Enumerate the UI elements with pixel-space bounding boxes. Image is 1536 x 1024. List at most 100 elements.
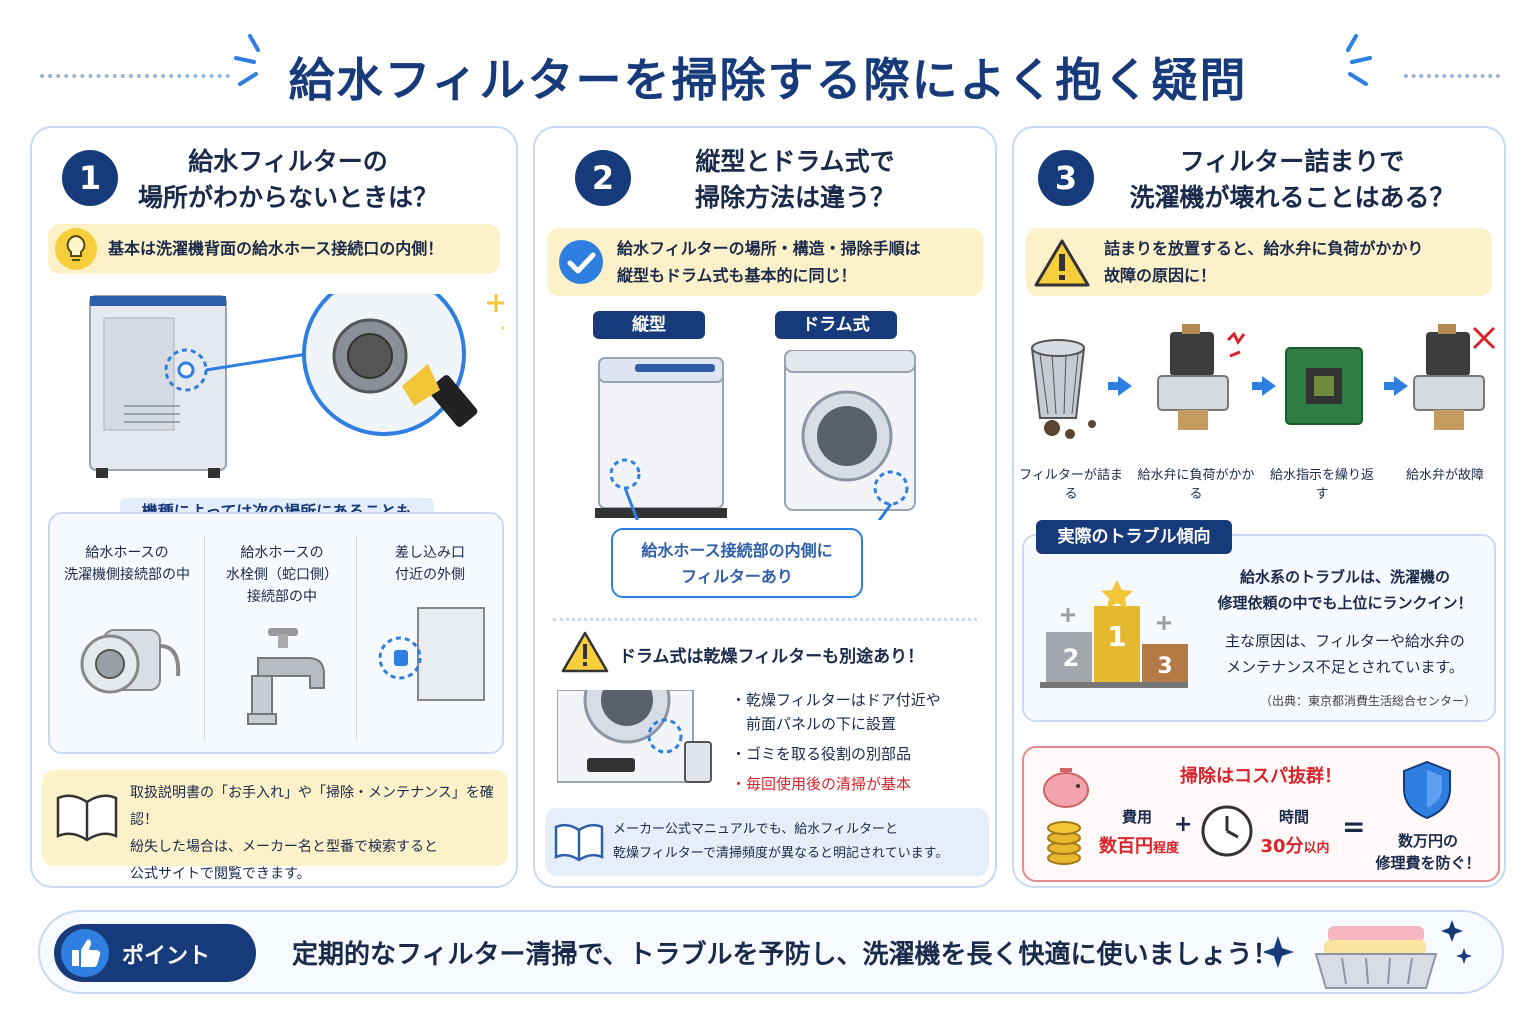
manual-line: 取扱説明書の「お手入れ」や「掃除・メンテナンス」を確認！: [130, 785, 494, 828]
rank-3: 3: [1157, 654, 1173, 679]
panel-title: 縦型とドラム式で 掃除方法は違う？: [645, 144, 945, 216]
trend-text: 給水系のトラブルは、洗濯機の 修理依頼の中でも上位にランクイン！ 主な原因は、フ…: [1200, 564, 1490, 680]
manual-line: 紛失した場合は、メーカー名と型番で検索すると: [130, 839, 438, 855]
tip-box: 基本は洗濯機背面の給水ホース接続口の内側！: [48, 224, 500, 274]
tip-text: 基本は洗濯機背面の給水ホース接続口の内側！: [108, 239, 444, 258]
panel-number: 3: [1038, 150, 1094, 206]
bullet-text: 毎回使用後の清掃が基本: [746, 775, 912, 793]
book-icon: [56, 794, 118, 842]
equals-sign: =: [1342, 810, 1366, 843]
callout-line: フィルターあり: [681, 567, 793, 586]
location-line: 差し込み口: [395, 545, 465, 561]
result-line: 数万円の: [1397, 832, 1458, 850]
drum-bullets: ・乾燥フィルターはドア付近や 前面パネルの下に設置 ・ゴミを取る役割の別部品 ・…: [731, 688, 991, 796]
result-text: 数万円の 修理費を防ぐ！: [1364, 830, 1492, 874]
clock-icon: [1201, 805, 1253, 857]
shield-icon: [1403, 760, 1451, 820]
washer-back-illustration: [89, 294, 504, 478]
tag-vertical: 縦型: [593, 311, 705, 339]
clogged-filter-icon: [1030, 339, 1096, 439]
page-title: 給水フィルターを掃除する際によく抱く疑問: [288, 53, 1248, 107]
rank-1: 1: [1107, 620, 1127, 653]
callout-text: 給水ホース接続部の内側に フィルターあり: [613, 538, 861, 590]
thumbs-up-icon: [61, 929, 109, 977]
manual-note-text: メーカー公式マニュアルでも、給水フィルターと 乾燥フィルターで清掃頻度が異なると…: [613, 818, 985, 866]
cost-heading: 掃除はコスパ抜群！: [1180, 766, 1342, 787]
manual-line: 公式サイトで閲覧できます。: [130, 866, 311, 882]
point-pill: ポイント: [54, 924, 256, 982]
location-label-inlet-outside: 差し込み口 付近の外側: [360, 542, 500, 586]
check-text: 給水フィルターの場所・構造・掃除手順は 縦型もドラム式も基本的に同じ！: [617, 235, 977, 289]
divider: [356, 536, 357, 740]
result-line: 修理費を防ぐ！: [1375, 854, 1481, 872]
broken-valve-icon: [1413, 324, 1485, 430]
panel-number: 2: [575, 150, 631, 206]
bullet-text: ゴミを取る役割の別部品: [746, 745, 912, 763]
location-line: 給水ホースの: [85, 545, 169, 561]
coins-icon: [1047, 821, 1081, 865]
trend-line: 給水系のトラブルは、洗濯機の: [1239, 568, 1450, 586]
time-value: 30分以内: [1252, 832, 1338, 858]
time-label: 時間: [1278, 808, 1309, 826]
check-line: 縦型もドラム式も基本的に同じ！: [617, 266, 857, 285]
header: 給水フィルターを掃除する際によく抱く疑問: [0, 28, 1536, 124]
trend-line: 主な原因は、フィルターや給水弁の: [1225, 632, 1465, 650]
time-value-number: 30分: [1260, 836, 1304, 857]
bullet-item: ・毎回使用後の清掃が基本: [731, 775, 912, 793]
trend-line: メンテナンス不足とされています。: [1226, 658, 1464, 676]
warn-line: 故障の原因に！: [1104, 266, 1217, 285]
panel-title: フィルター詰まりで 洗濯機が壊れることはある？: [1102, 144, 1482, 216]
warning-icon: [561, 631, 609, 673]
panel-title-line2: 洗濯機が壊れることはある？: [1129, 183, 1455, 212]
check-icon: [559, 240, 603, 284]
hose-connector-icon: [80, 629, 181, 694]
cost-label: 費用: [1121, 808, 1152, 826]
note-line: 乾燥フィルターで清掃頻度が異なると明記されています。: [613, 846, 949, 861]
point-bar: ポイント 定期的なフィルター清掃で、トラブルを予防し、洗濯機を長く快適に使いまし…: [38, 910, 1504, 994]
flow-step-2: 給水弁に負荷がかかる: [1137, 468, 1255, 502]
time-value-suffix: 以内: [1303, 841, 1330, 856]
cost-value-number: 数百円: [1098, 836, 1153, 857]
panel-vertical-vs-drum: 2 縦型とドラム式で 掃除方法は違う？ 給水フィルターの場所・構造・掃除手順は …: [533, 126, 997, 888]
flow-step-3: 給水指示を繰り返す: [1269, 468, 1374, 502]
failure-flow-illustration: [1030, 324, 1496, 439]
title-dots-right: [1404, 74, 1500, 78]
bullet-item: ・ゴミを取る役割の別部品: [731, 745, 912, 763]
note-line: メーカー公式マニュアルでも、給水フィルターと: [613, 822, 898, 837]
faucet-icon: [247, 628, 325, 725]
point-label: ポイント: [122, 944, 211, 969]
piggy-bank-icon: [1043, 768, 1089, 808]
laundry-basket-icon: [1314, 926, 1438, 989]
panel-title-line1: 給水フィルターの: [188, 147, 388, 176]
location-line: 水栓側（蛇口側）: [226, 567, 338, 583]
check-line: 給水フィルターの場所・構造・掃除手順は: [617, 239, 921, 258]
location-label-hose-faucet: 給水ホースの 水栓側（蛇口側） 接続部の中: [208, 542, 356, 608]
panel-title-line1: フィルター詰まりで: [1179, 147, 1405, 176]
manual-note-box: メーカー公式マニュアルでも、給水フィルターと 乾燥フィルターで清掃頻度が異なると…: [545, 808, 989, 876]
location-line: 付近の外側: [395, 567, 465, 583]
washers-illustration: [595, 350, 916, 520]
flow-step-1: フィルターが詰まる: [1019, 468, 1123, 502]
title-dots-left: [40, 74, 230, 78]
location-line: 給水ホースの: [240, 545, 324, 561]
trend-heading: 実際のトラブル傾向: [1036, 520, 1232, 554]
sparkle-icon: [1441, 920, 1472, 964]
bullet-text: 前面パネルの下に設置: [746, 715, 897, 733]
panel-title-line2: 掃除方法は違う？: [694, 183, 895, 212]
warn-text: ドラム式は乾燥フィルターも別途あり！: [619, 647, 925, 667]
check-box: 給水フィルターの場所・構造・掃除手順は 縦型もドラム式も基本的に同じ！: [547, 228, 983, 296]
cost-value-suffix: 程度: [1152, 841, 1179, 856]
valve-icon: [1157, 324, 1229, 430]
tag-drum: ドラム式: [775, 311, 897, 339]
callout-line: 給水ホース接続部の内側に: [641, 541, 833, 560]
ranking-podium-icon: [1040, 580, 1188, 688]
location-line: 洗濯機側接続部の中: [64, 567, 190, 583]
warning-icon: [1034, 239, 1090, 287]
plus-sign: +: [1174, 812, 1193, 837]
bullet-text: 乾燥フィルターはドア付近や: [746, 691, 941, 709]
location-line: 接続部の中: [247, 589, 317, 605]
sparkle-icon: [1264, 936, 1294, 968]
panel-filter-location: 1 給水フィルターの 場所がわからないときは？ 基本は洗濯機背面の給水ホース接続…: [30, 126, 518, 888]
filter-location-callout: 給水ホース接続部の内側に フィルターあり: [611, 528, 863, 598]
source-note: （出典：東京都消費生活総合センター）: [1259, 694, 1476, 708]
